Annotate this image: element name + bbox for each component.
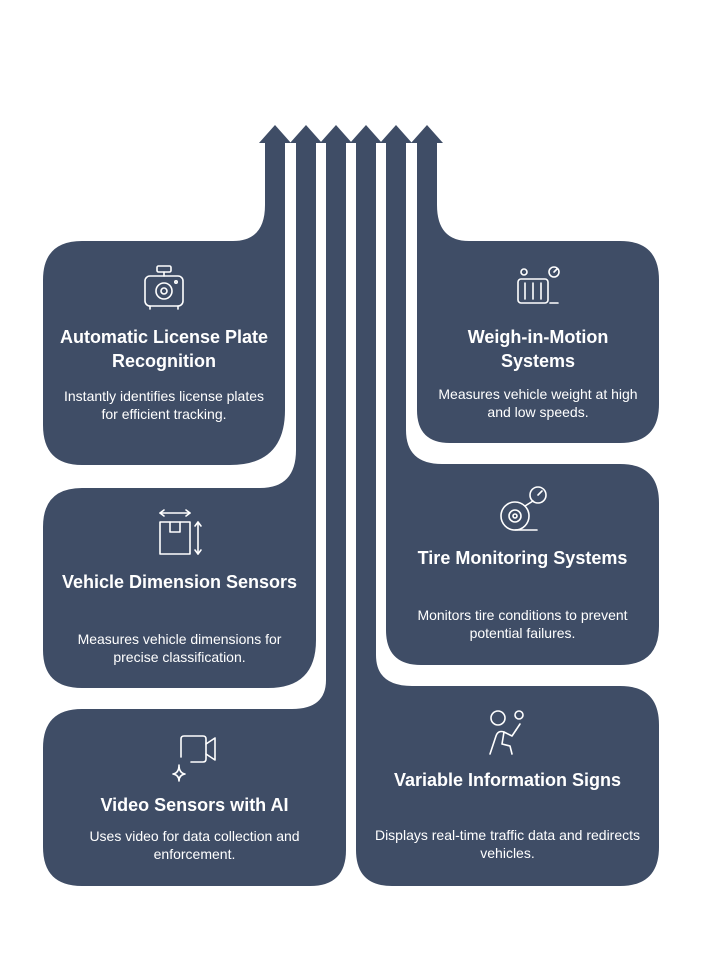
weight-scale-icon: [514, 263, 562, 316]
card-description: Uses video for data collection and enfor…: [89, 828, 300, 862]
card-description: Instantly identifies license plates for …: [64, 388, 264, 422]
info-person-icon: [482, 706, 534, 763]
card-description: Measures vehicle dimensions for precise …: [77, 631, 282, 665]
card-video-sensors: Video Sensors with AI Uses video for dat…: [43, 709, 346, 886]
arrow-shape-dimension-sensors: [43, 125, 322, 688]
arrow-shape-information-signs: [350, 125, 659, 886]
card-title: Video Sensors with AI: [100, 795, 289, 815]
arrow-shape-video-sensors: [43, 125, 352, 886]
card-description: Monitors tire conditions to prevent pote…: [417, 607, 628, 641]
video-ai-icon: [169, 731, 221, 788]
card-description: Displays real-time traffic data and redi…: [374, 827, 641, 861]
card-title: Automatic License Plate Recognition: [59, 327, 269, 371]
card-information-signs: Variable Information Signs Displays real…: [356, 686, 659, 886]
card-dimension-sensors: Vehicle Dimension Sensors Measures vehic…: [43, 488, 316, 688]
card-title: Tire Monitoring Systems: [417, 548, 628, 568]
card-description: Measures vehicle weight at high and low …: [438, 386, 638, 420]
arrow-shape-weigh-in-motion: [411, 125, 659, 443]
arrow-shape-plate-recognition: [43, 125, 291, 465]
card-tire-monitoring: Tire Monitoring Systems Monitors tire co…: [386, 464, 659, 665]
box-dimensions-icon: [154, 508, 206, 565]
arrow-shape-tire-monitoring: [380, 125, 659, 665]
card-weigh-in-motion: Weigh-in-Motion Systems Measures vehicle…: [417, 241, 659, 443]
card-title: Weigh-in-Motion Systems: [467, 327, 609, 371]
card-title: Variable Information Signs: [393, 770, 622, 790]
dashcam-icon: [140, 263, 188, 316]
tire-gauge-icon: [497, 484, 549, 541]
card-plate-recognition: Automatic License Plate Recognition Inst…: [43, 241, 285, 465]
card-title: Vehicle Dimension Sensors: [61, 572, 298, 592]
